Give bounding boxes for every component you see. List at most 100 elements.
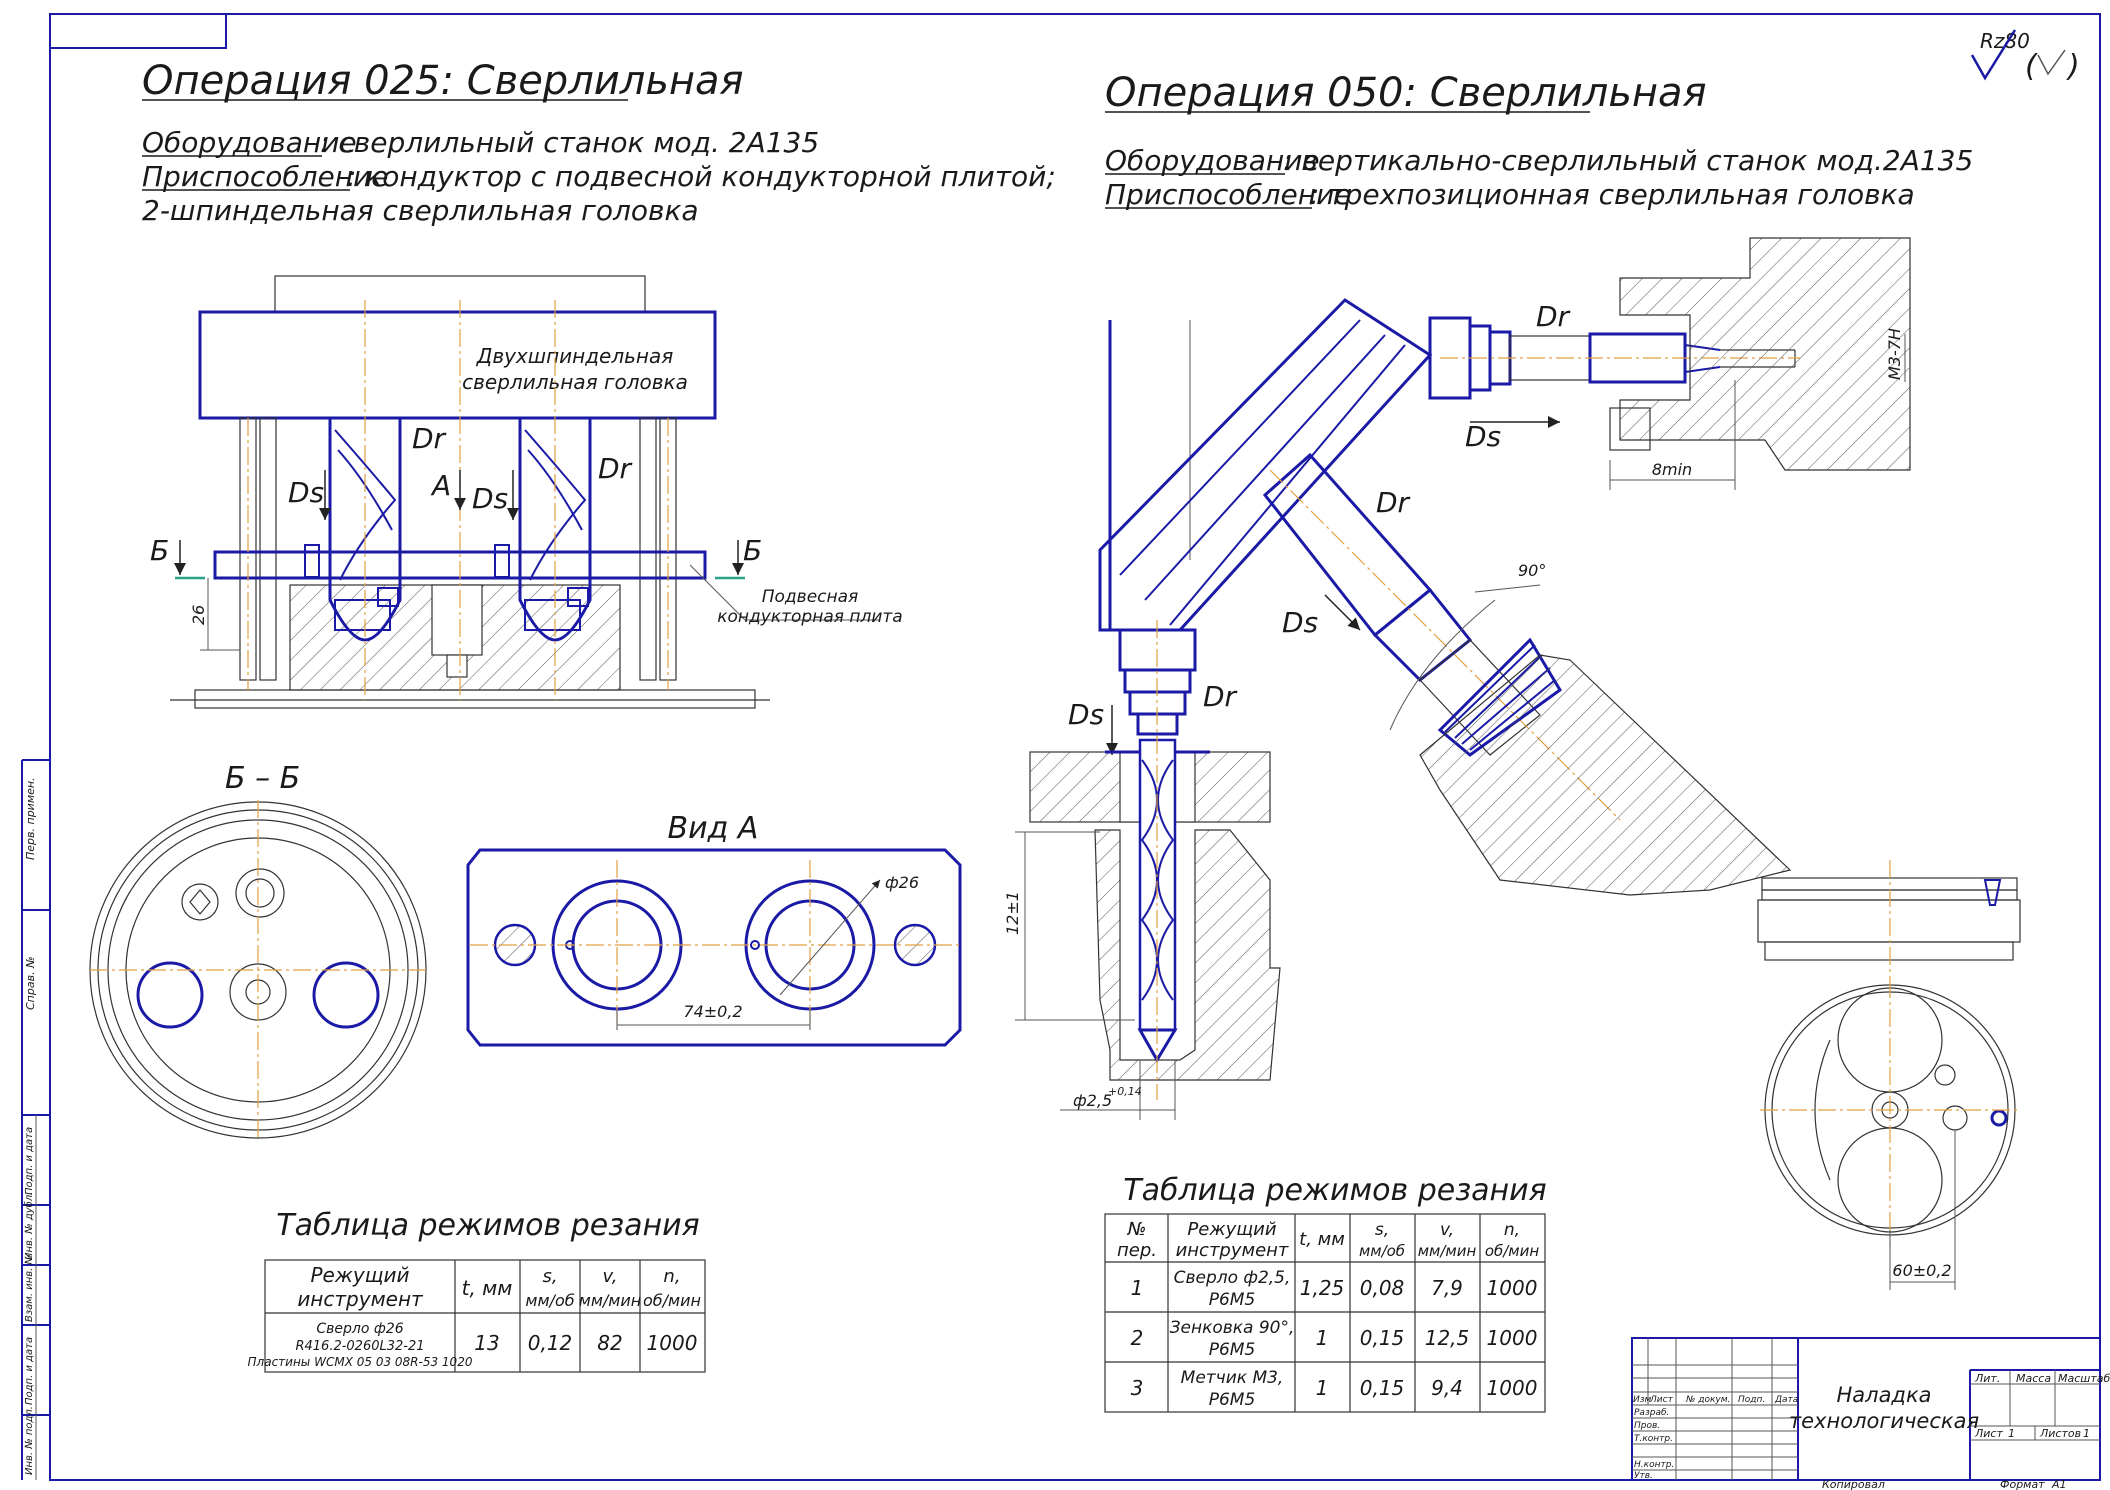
side-vzam: Взам. инв. № <box>24 1254 35 1322</box>
svg-text:): ) <box>2066 49 2080 84</box>
op25-ds-1: Ds <box>288 476 324 509</box>
op50-dim-12: 12±1 <box>1003 891 1022 935</box>
stamp-format: Формат <box>2000 1478 2045 1490</box>
op50-equip-label: Оборудование <box>1105 144 1320 177</box>
stamp-list-col: Лист <box>1649 1395 1674 1405</box>
op50-h-v: v, <box>1440 1220 1454 1240</box>
op25-table-title: Таблица режимов резания <box>276 1208 699 1243</box>
op25-plate-label1: Подвесная <box>762 587 859 607</box>
op50-r1-tool1: Сверло ф2,5, <box>1174 1268 1291 1288</box>
op50-r1-num: 1 <box>1131 1276 1144 1300</box>
stamp-list-num: 1 <box>2008 1427 2015 1440</box>
op25-dr-1: Dr <box>412 422 447 455</box>
svg-text:мм/об: мм/об <box>1359 1242 1405 1260</box>
op25-equip-value: : сверлильный станок мод. 2А135 <box>320 126 819 159</box>
op50-ds-mid: Ds <box>1282 606 1318 639</box>
stamp-lit: Лит. <box>1974 1372 2000 1385</box>
op50-dim-60: 60±0,2 <box>1892 1261 1951 1280</box>
roughness-text: Rz80 <box>1980 29 2030 53</box>
op50-r1-s: 0,08 <box>1360 1276 1405 1300</box>
op50-fixture-small: 60±0,2 <box>1757 860 2021 1290</box>
stamp-list: Лист <box>1974 1427 2003 1440</box>
svg-text:(: ( <box>2025 49 2038 84</box>
op25-view-a: Вид А ф26 74±0,2 <box>466 811 962 1047</box>
op50-dr-low: Dr <box>1203 680 1238 713</box>
op50-fixture-value: : трехпозиционная сверлильная головка <box>1310 178 1915 211</box>
op50-r2-num: 2 <box>1131 1326 1144 1350</box>
op25-h-t: t, мм <box>462 1276 513 1300</box>
corner-box <box>49 13 227 49</box>
op50-dim-phi25: ф2,5 <box>1073 1091 1112 1110</box>
sheet-frame <box>49 13 2101 1481</box>
op50-r2-n: 1000 <box>1487 1326 1538 1350</box>
op50-r2-tool2: Р6М5 <box>1209 1340 1256 1360</box>
op50-r3-s: 0,15 <box>1360 1376 1405 1400</box>
op25-h-n: n, <box>663 1266 680 1287</box>
op25-val-t: 13 <box>474 1331 499 1355</box>
svg-text:мм/об: мм/об <box>525 1291 574 1310</box>
side-perv: Перв. примен. <box>24 777 37 860</box>
op50-r1-tool2: Р6М5 <box>1209 1290 1256 1310</box>
stamp-massa: Масса <box>2016 1372 2051 1385</box>
op25-cutting-table: Таблица режимов резания Режущий инструме… <box>248 1208 706 1373</box>
op50-dr-mid: Dr <box>1376 486 1411 519</box>
stamp-doc: № докум. <box>1685 1395 1730 1405</box>
op25-a-label: A <box>430 469 451 502</box>
op50-cutting-table: Таблица режимов резания № пер. Режущий и… <box>1104 1173 1547 1413</box>
op50-r3-num: 3 <box>1131 1376 1144 1400</box>
svg-text:мм/мин: мм/мин <box>579 1291 641 1310</box>
stamp-title1: Наладка <box>1836 1383 1931 1407</box>
op50-r3-tool1: Метчик М3, <box>1181 1368 1284 1388</box>
stamp-kopiroval: Копировал <box>1822 1478 1885 1490</box>
side-invpodl: Инв. № подл. <box>24 1406 35 1475</box>
op50-fixture-label: Приспособление <box>1105 178 1352 211</box>
op50-r2-s: 0,15 <box>1360 1326 1405 1350</box>
side-margin: Перв. примен. Справ. № Подп. и дата Инв.… <box>21 759 50 1480</box>
op25-dim-phi26: ф26 <box>885 873 919 892</box>
side-podp2: Подп. и дата <box>24 1337 35 1405</box>
op25-h-tool: Режущий <box>310 1263 409 1287</box>
stamp-prov: Пров. <box>1634 1421 1660 1431</box>
op50-ds-top: Ds <box>1465 420 1501 453</box>
op50-r2-v: 12,5 <box>1425 1326 1470 1350</box>
op25-tool-line2: R416.2-0260L32-21 <box>295 1339 424 1354</box>
op50-table-title: Таблица режимов резания <box>1123 1173 1546 1208</box>
op50-title: Операция 050: Сверлильная <box>1105 70 1707 116</box>
svg-text:инструмент: инструмент <box>297 1287 424 1311</box>
op25-dr-2: Dr <box>598 452 633 485</box>
op50-h-tool: Режущий <box>1187 1219 1276 1240</box>
op50-r2-t: 1 <box>1316 1326 1329 1350</box>
op25-section-label: Б – Б <box>225 761 300 796</box>
op50-dim-m3: М3-7Н <box>1885 328 1904 380</box>
side-sprav: Справ. № <box>24 956 37 1010</box>
stamp-data: Дата <box>1774 1395 1798 1405</box>
op50-h-num: № <box>1127 1219 1147 1240</box>
op50-r1-t: 1,25 <box>1300 1276 1345 1300</box>
op50-dim-tol: +0,14 <box>1108 1085 1142 1098</box>
op50-r1-n: 1000 <box>1487 1276 1538 1300</box>
op50-dim-8min: 8min <box>1652 460 1692 479</box>
op50-r1-v: 7,9 <box>1431 1276 1463 1300</box>
op25-dim-26: 26 <box>189 605 208 625</box>
op25-section-bb: Б – Б <box>89 761 427 1140</box>
op50-equip-value: : вертикально-сверлильный станок мод.2А1… <box>1283 144 1973 177</box>
op25-fixture-label: Приспособление <box>142 160 389 193</box>
stamp-listov: Листов <box>2039 1427 2081 1440</box>
svg-text:мм/мин: мм/мин <box>1418 1242 1477 1260</box>
stamp-nkontr: Н.контр. <box>1634 1460 1674 1470</box>
title-block: Изм Лист № докум. Подп. Дата Разраб. Про… <box>1631 1337 2110 1481</box>
op25-plate-label2: кондукторная плита <box>717 607 902 627</box>
op50-r3-t: 1 <box>1316 1376 1329 1400</box>
op25-ds-2: Ds <box>472 482 508 515</box>
svg-text:пер.: пер. <box>1117 1240 1157 1261</box>
op25-h-s: s, <box>542 1266 557 1287</box>
stamp-podp: Подп. <box>1738 1395 1765 1405</box>
op50-h-t: t, мм <box>1299 1229 1345 1250</box>
op50-r3-n: 1000 <box>1487 1376 1538 1400</box>
op50-h-n: n, <box>1504 1220 1520 1240</box>
stamp-izm: Изм <box>1633 1395 1652 1405</box>
op25-fixture-value: : кондуктор с подвесной кондукторной пли… <box>347 160 1056 193</box>
stamp-listov-num: 1 <box>2083 1427 2090 1440</box>
op50-h-s: s, <box>1375 1220 1389 1240</box>
